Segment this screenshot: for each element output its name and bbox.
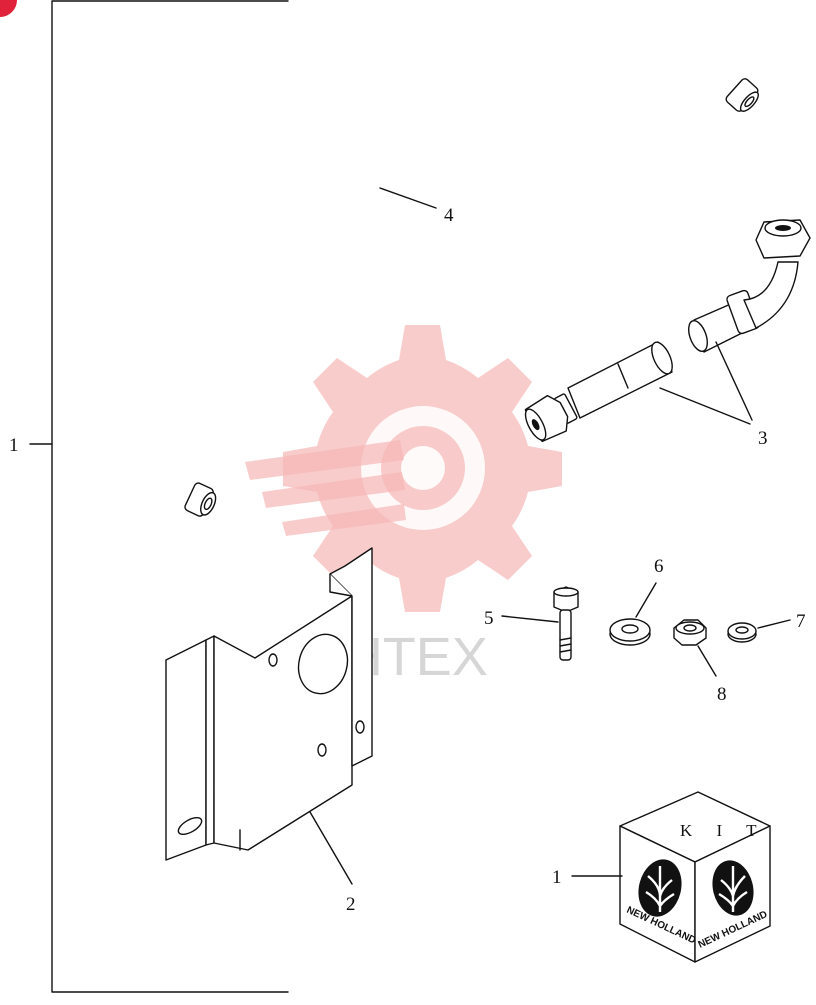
part-7-lock-washer [727,622,757,643]
callout-1-main: 1 [9,435,19,456]
leader-5 [501,615,559,623]
leader-2 [309,811,353,885]
corner-badge [0,0,17,17]
part-3-hose-lower [524,341,673,443]
leader-8 [697,645,717,677]
part-4-pipe [112,28,759,517]
kit-bracket-line [29,0,289,993]
leader-3 [659,341,753,425]
callout-8: 8 [717,684,727,705]
callout-2: 2 [346,894,356,915]
part-8-nut [673,619,707,646]
callout-6: 6 [654,556,664,577]
callout-3: 3 [758,428,768,449]
leader-7 [757,619,791,629]
callout-7: 7 [796,611,806,632]
leader-4 [379,187,437,209]
part-2-bracket [165,547,373,861]
part-3-hose-upper [688,219,811,353]
callout-5: 5 [484,608,494,629]
callout-4: 4 [444,205,454,226]
part-5-bolt [553,586,579,661]
watermark-gear-icon [245,325,562,612]
part-6-washer [609,618,651,646]
kit-label: K I T [680,821,767,840]
leader-6 [635,582,657,618]
new-holland-leaf-icon-right [712,860,754,916]
callout-1-kit: 1 [552,867,562,888]
new-holland-leaf-icon-left [638,859,682,917]
